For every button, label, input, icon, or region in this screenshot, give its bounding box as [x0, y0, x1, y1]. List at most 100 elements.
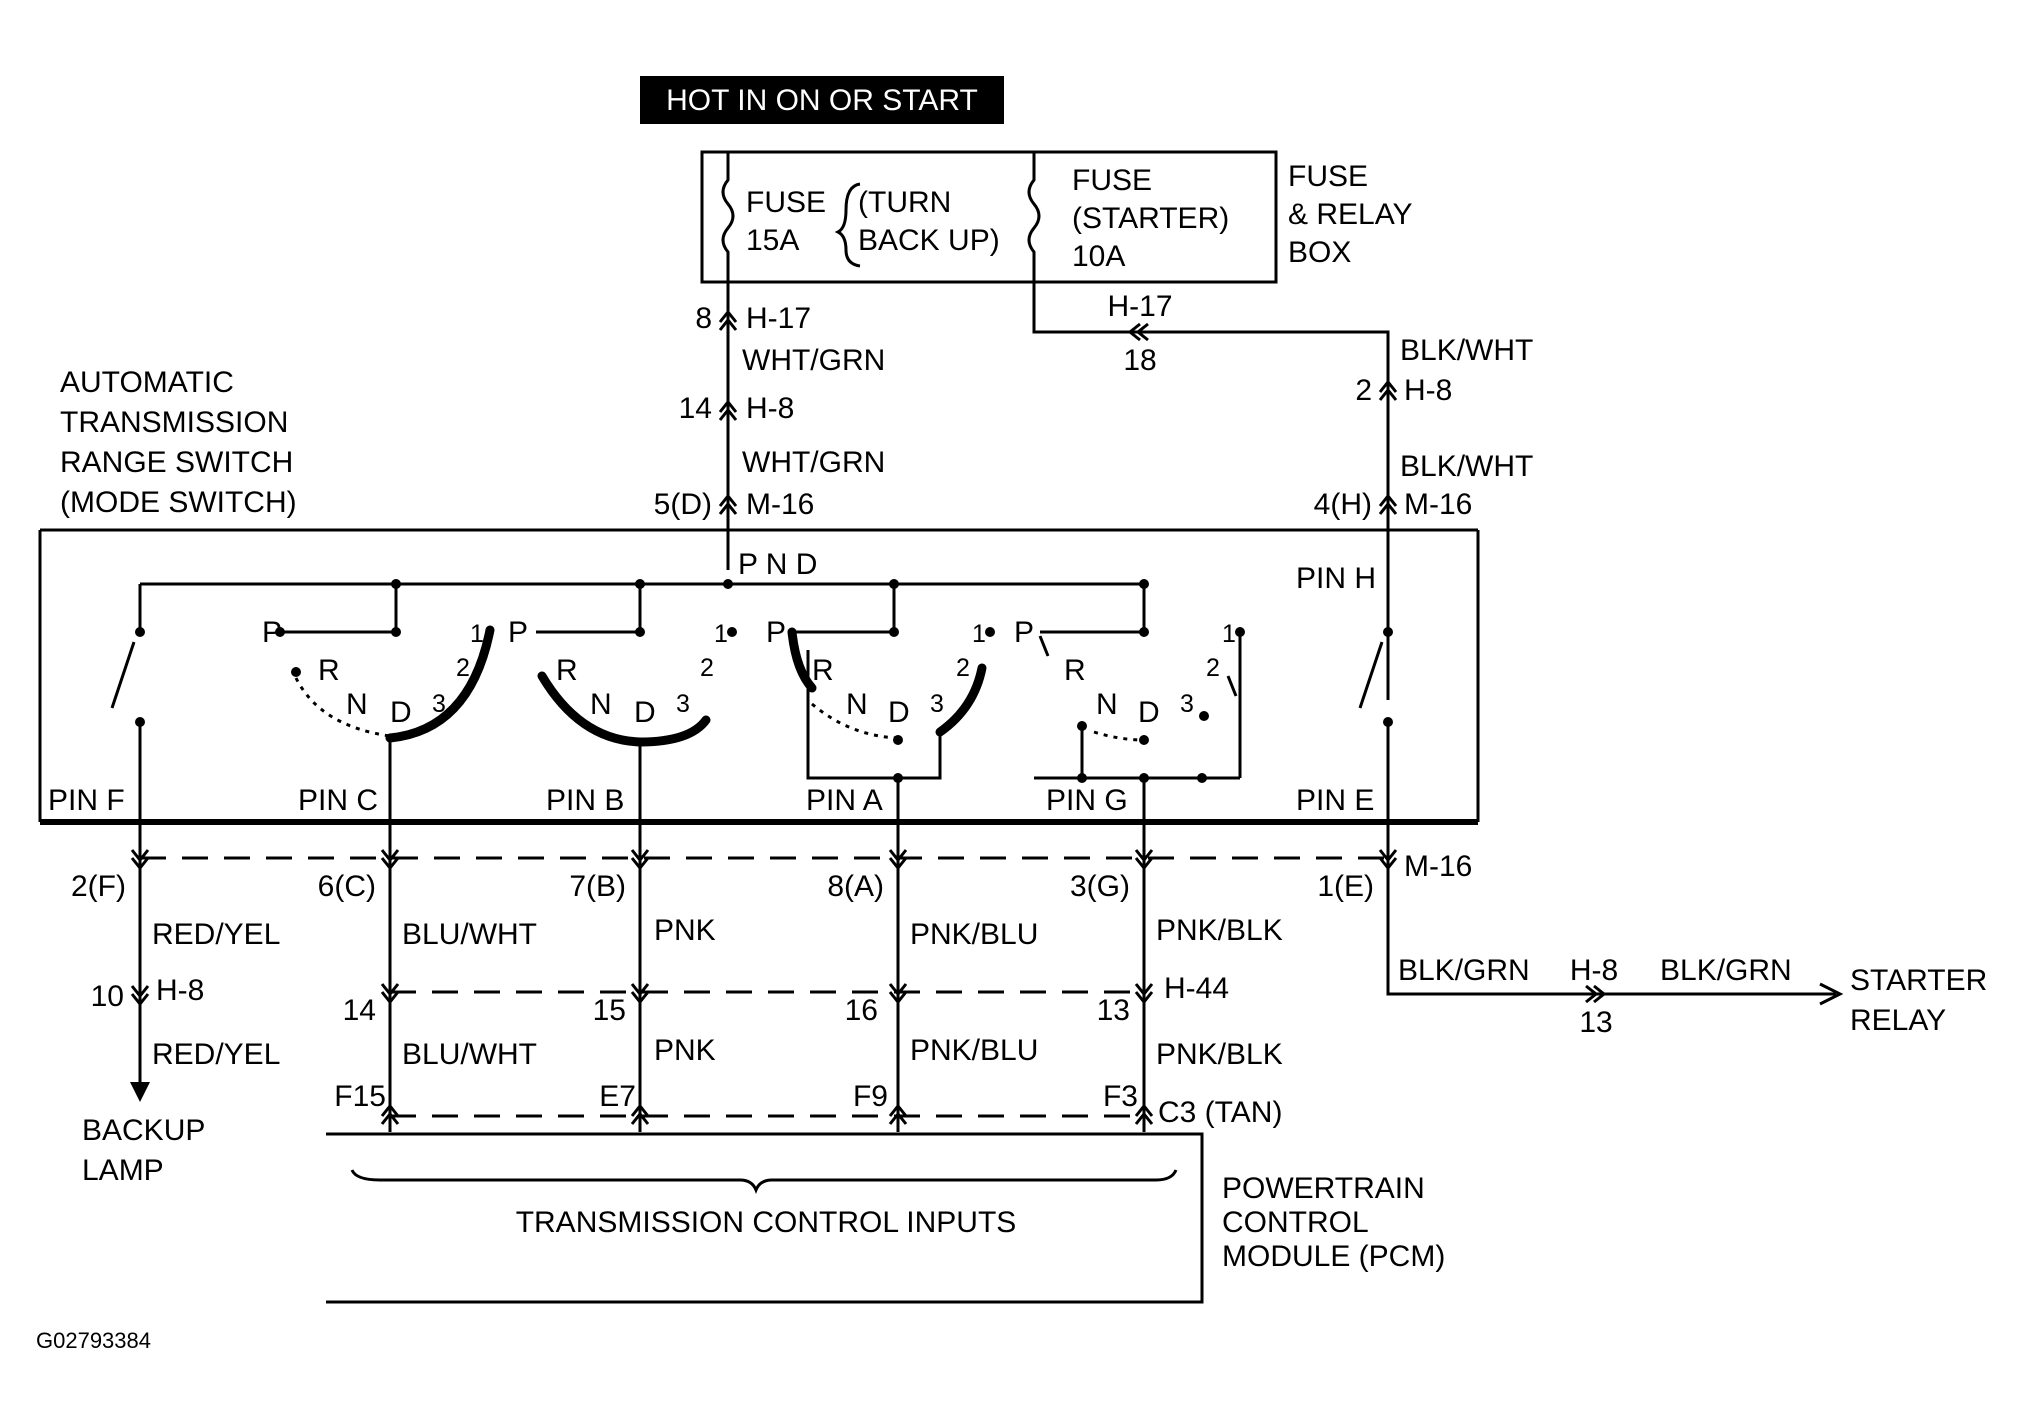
sec1-dotted-arc: [294, 677, 391, 738]
c3-connector-symbols: [380, 1103, 1154, 1125]
fuse1-rating: 15A: [746, 224, 799, 257]
switch-title-line2: TRANSMISSION: [60, 406, 288, 439]
fuse1-desc-line2: BACK UP): [858, 224, 1000, 257]
sec2-pos-1: 1: [714, 620, 728, 648]
h8-backup-name: H-8: [156, 974, 204, 1007]
sec4-junction: [1197, 773, 1207, 783]
sec2-pos-3: 3: [676, 690, 690, 718]
pcm-pin-f9: F9: [853, 1080, 888, 1113]
h44-13-symbol: [1134, 983, 1154, 1005]
sec4-pos-n: N: [1096, 688, 1118, 721]
sec1-contact: [291, 667, 301, 677]
c3-f3-symbol: [1134, 1103, 1154, 1125]
sec2-pos-d: D: [634, 696, 656, 729]
m16-pin-h: 4(H): [1314, 488, 1372, 521]
h8-name-right: H-8: [1404, 374, 1452, 407]
blk-grn-label-1: BLK/GRN: [1398, 954, 1530, 987]
switch-title-line4: (MODE SWITCH): [60, 486, 297, 519]
sec1-pos-p: P: [262, 616, 282, 649]
m16-lower-name: M-16: [1404, 850, 1472, 883]
h8-connector-symbol-left: [718, 399, 738, 421]
sec4-contact: [1139, 735, 1149, 745]
sec3-pos-r: R: [812, 654, 834, 687]
sec1-pos-n: N: [346, 688, 368, 721]
starter-h8-symbol: [1585, 984, 1607, 1004]
fuse2-rating: 10A: [1072, 240, 1125, 273]
pcm-name-line2: CONTROL: [1222, 1206, 1369, 1239]
backup-lamp-arrow: [130, 1082, 150, 1102]
sec4-contact: [1199, 711, 1209, 721]
pcm-pin-e7: E7: [599, 1080, 636, 1113]
backup-lamp-line2: LAMP: [82, 1154, 164, 1187]
fuse2-desc: (STARTER): [1072, 202, 1229, 235]
pcm-name-line1: POWERTRAIN: [1222, 1172, 1425, 1205]
pin-g-label: PIN G: [1046, 784, 1128, 817]
sec1-contact: [275, 627, 285, 637]
pin-b-label: PIN B: [546, 784, 624, 817]
h44-pin-15: 15: [593, 994, 626, 1027]
c3-f9-symbol: [888, 1103, 908, 1125]
m16-g-symbol: [1134, 849, 1154, 871]
wire-label-red-yel-2: RED/YEL: [152, 1038, 280, 1071]
sec3-pos-p: P: [766, 616, 786, 649]
m16-pin-e: 1(E): [1317, 870, 1374, 903]
sec3-pos-n: N: [846, 688, 868, 721]
sec2-pos-r: R: [556, 654, 578, 687]
blk-grn-wire: [1386, 822, 1836, 996]
pin-f-contact-top: [135, 627, 145, 637]
h44-connector-symbols: [380, 983, 1154, 1005]
blk-wht-label-2: BLK/WHT: [1400, 450, 1533, 483]
fuse-box-label-line3: BOX: [1288, 236, 1351, 269]
sec3-pos-1: 1: [972, 620, 986, 648]
pcm-inputs-brace: [350, 1169, 1178, 1195]
sec1-pos-3: 3: [432, 690, 446, 718]
h8-name-left: H-8: [746, 392, 794, 425]
sec1-pos-d: D: [390, 696, 412, 729]
h8-pin-right: 2: [1355, 374, 1372, 407]
wire-label-pnk-blk-1: PNK/BLK: [1156, 914, 1283, 947]
wire-label-pnk-blu-1: PNK/BLU: [910, 918, 1038, 951]
wire-label-blu-wht-1: BLU/WHT: [402, 918, 537, 951]
m16-name-h: M-16: [1404, 488, 1472, 521]
m16-pin-b: 7(B): [569, 870, 626, 903]
sec4-pos-p: P: [1014, 616, 1034, 649]
sec3-pos-3: 3: [930, 690, 944, 718]
pnd-label: P N D: [738, 548, 817, 581]
m16-connector-symbol-d: [718, 493, 738, 515]
sec4-dotted-arc: [1093, 730, 1145, 742]
sec2-contact: [727, 627, 737, 637]
c3-e7-symbol: [630, 1103, 650, 1125]
sec4-pos-3: 3: [1180, 690, 1194, 718]
figure-id: G02793384: [36, 1328, 151, 1353]
sec1-pos-r: R: [318, 654, 340, 687]
h44-15-symbol: [630, 983, 650, 1005]
switch-title-line3: RANGE SWITCH: [60, 446, 293, 479]
starter-relay-line2: RELAY: [1850, 1004, 1946, 1037]
sec1-pos-1: 1: [470, 620, 484, 648]
h8-backup-symbol: [130, 985, 150, 1007]
h8-pin-left: 14: [679, 392, 712, 425]
m16-c-symbol: [380, 849, 400, 871]
sec3-contact: [893, 735, 903, 745]
h44-pin-13: 13: [1097, 994, 1130, 1027]
pin-e-switch-blade: [1358, 641, 1384, 709]
h17-right-pin: 18: [1123, 344, 1156, 377]
m16-connector-symbol-h: [1378, 493, 1398, 515]
blk-wht-feed-wire: [1032, 282, 1390, 700]
h17-right-name: H-17: [1107, 290, 1172, 323]
sec4-p-contact-drop: [1038, 635, 1050, 657]
h44-14-symbol: [380, 983, 400, 1005]
c3-f15-symbol: [380, 1103, 400, 1125]
sec2-pos-2: 2: [700, 654, 714, 682]
h17-connector-symbol: [718, 309, 738, 331]
wire-label-red-yel-1: RED/YEL: [152, 918, 280, 951]
fuse-15a-symbol: [721, 152, 735, 282]
blk-wht-label-1: BLK/WHT: [1400, 334, 1533, 367]
sec4-2-contact: [1226, 675, 1238, 697]
fuse-box-label-line2: & RELAY: [1288, 198, 1413, 231]
sec2-pos-n: N: [590, 688, 612, 721]
m16-f-symbol: [130, 849, 150, 871]
sec4-contact: [1139, 627, 1149, 637]
wht-grn-label-2: WHT/GRN: [742, 446, 885, 479]
